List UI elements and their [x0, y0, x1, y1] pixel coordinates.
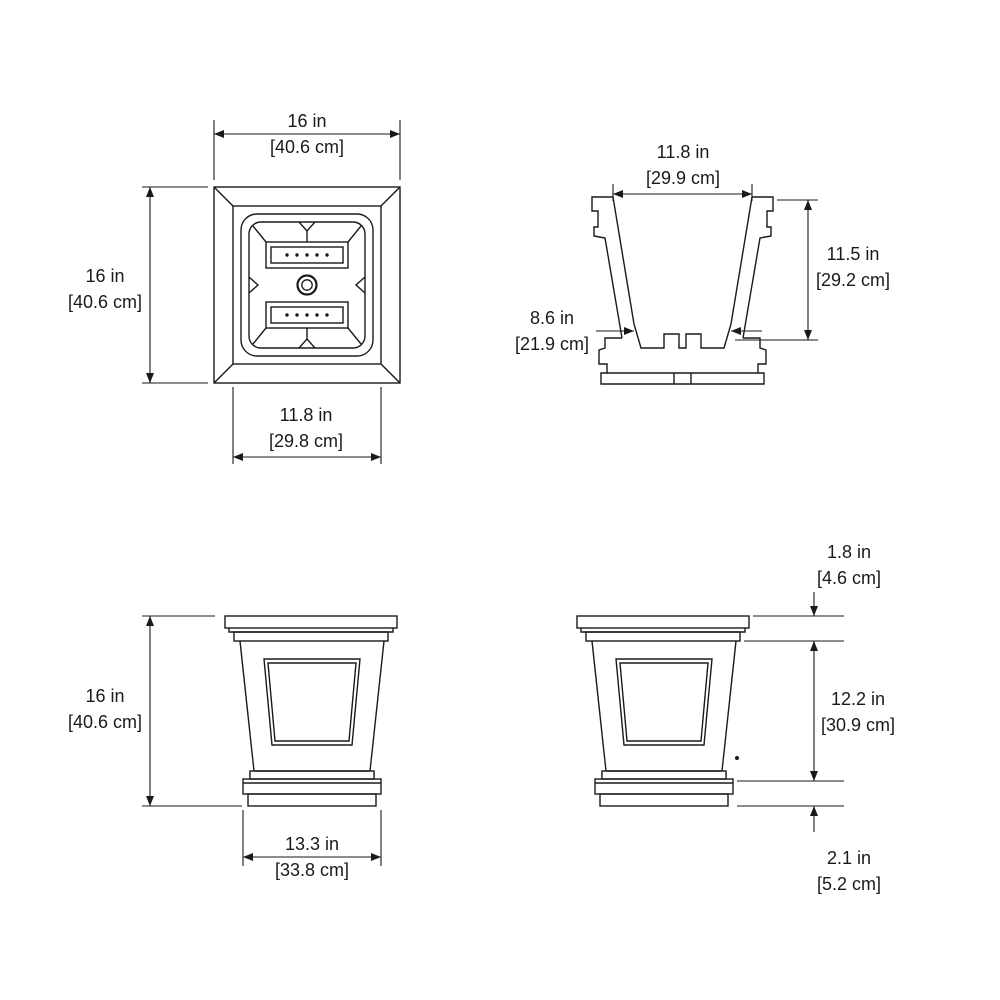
dim-value: 8.6 in	[529, 308, 575, 328]
dim-metric: [4.6 cm]	[816, 568, 882, 588]
dim-metric: [29.2 cm]	[815, 270, 891, 290]
dim-label-top-view-inner-opening: 11.8 in [29.8 cm]	[269, 402, 343, 454]
dim-label-top-view-width: 16 in [40.6 cm]	[270, 108, 344, 160]
front-view-dimension-lines	[142, 615, 382, 866]
top-view-drawing	[213, 186, 401, 384]
dim-metric: [40.6 cm]	[67, 292, 143, 312]
dim-label-front-view-base-width: 13.3 in [33.8 cm]	[275, 831, 349, 883]
dim-value: 11.5 in	[826, 244, 880, 264]
dim-metric: [29.8 cm]	[268, 431, 344, 451]
dim-value: 13.3 in	[284, 834, 340, 854]
segment-view-dimension-lines	[737, 592, 844, 832]
dim-label-top-view-depth: 16 in [40.6 cm]	[68, 263, 142, 315]
dim-value: 12.2 in	[830, 689, 886, 709]
dim-value: 2.1 in	[826, 848, 872, 868]
dim-label-segment-body-height: 12.2 in [30.9 cm]	[821, 686, 895, 738]
dim-value: 1.8 in	[826, 542, 872, 562]
dim-metric: [29.9 cm]	[645, 168, 721, 188]
section-view-drawing	[591, 196, 774, 385]
dim-metric: [40.6 cm]	[269, 137, 345, 157]
dim-value: 16 in	[85, 266, 125, 286]
dim-metric: [21.9 cm]	[514, 334, 590, 354]
dim-label-segment-rim-height: 1.8 in [4.6 cm]	[817, 539, 881, 591]
dim-label-section-top-opening: 11.8 in [29.9 cm]	[646, 139, 720, 191]
dim-label-section-inner-base: 8.6 in [21.9 cm]	[515, 305, 589, 357]
front-view-planter	[224, 615, 398, 807]
segment-view-planter	[576, 615, 750, 807]
section-view-dimension-lines	[596, 184, 818, 341]
dim-label-segment-base-height: 2.1 in [5.2 cm]	[817, 845, 881, 897]
top-view-dimension-lines	[142, 120, 401, 464]
dim-label-front-view-height: 16 in [40.6 cm]	[68, 683, 142, 735]
dim-value: 11.8 in	[656, 142, 710, 162]
artifact-dot	[735, 756, 739, 760]
dim-metric: [5.2 cm]	[816, 874, 882, 894]
dim-metric: [33.8 cm]	[274, 860, 350, 880]
dim-metric: [30.9 cm]	[820, 715, 896, 735]
dim-value: 16 in	[287, 111, 327, 131]
dim-metric: [40.6 cm]	[67, 712, 143, 732]
dim-label-section-inner-depth: 11.5 in [29.2 cm]	[816, 241, 890, 293]
dim-value: 11.8 in	[279, 405, 333, 425]
dim-value: 16 in	[85, 686, 125, 706]
